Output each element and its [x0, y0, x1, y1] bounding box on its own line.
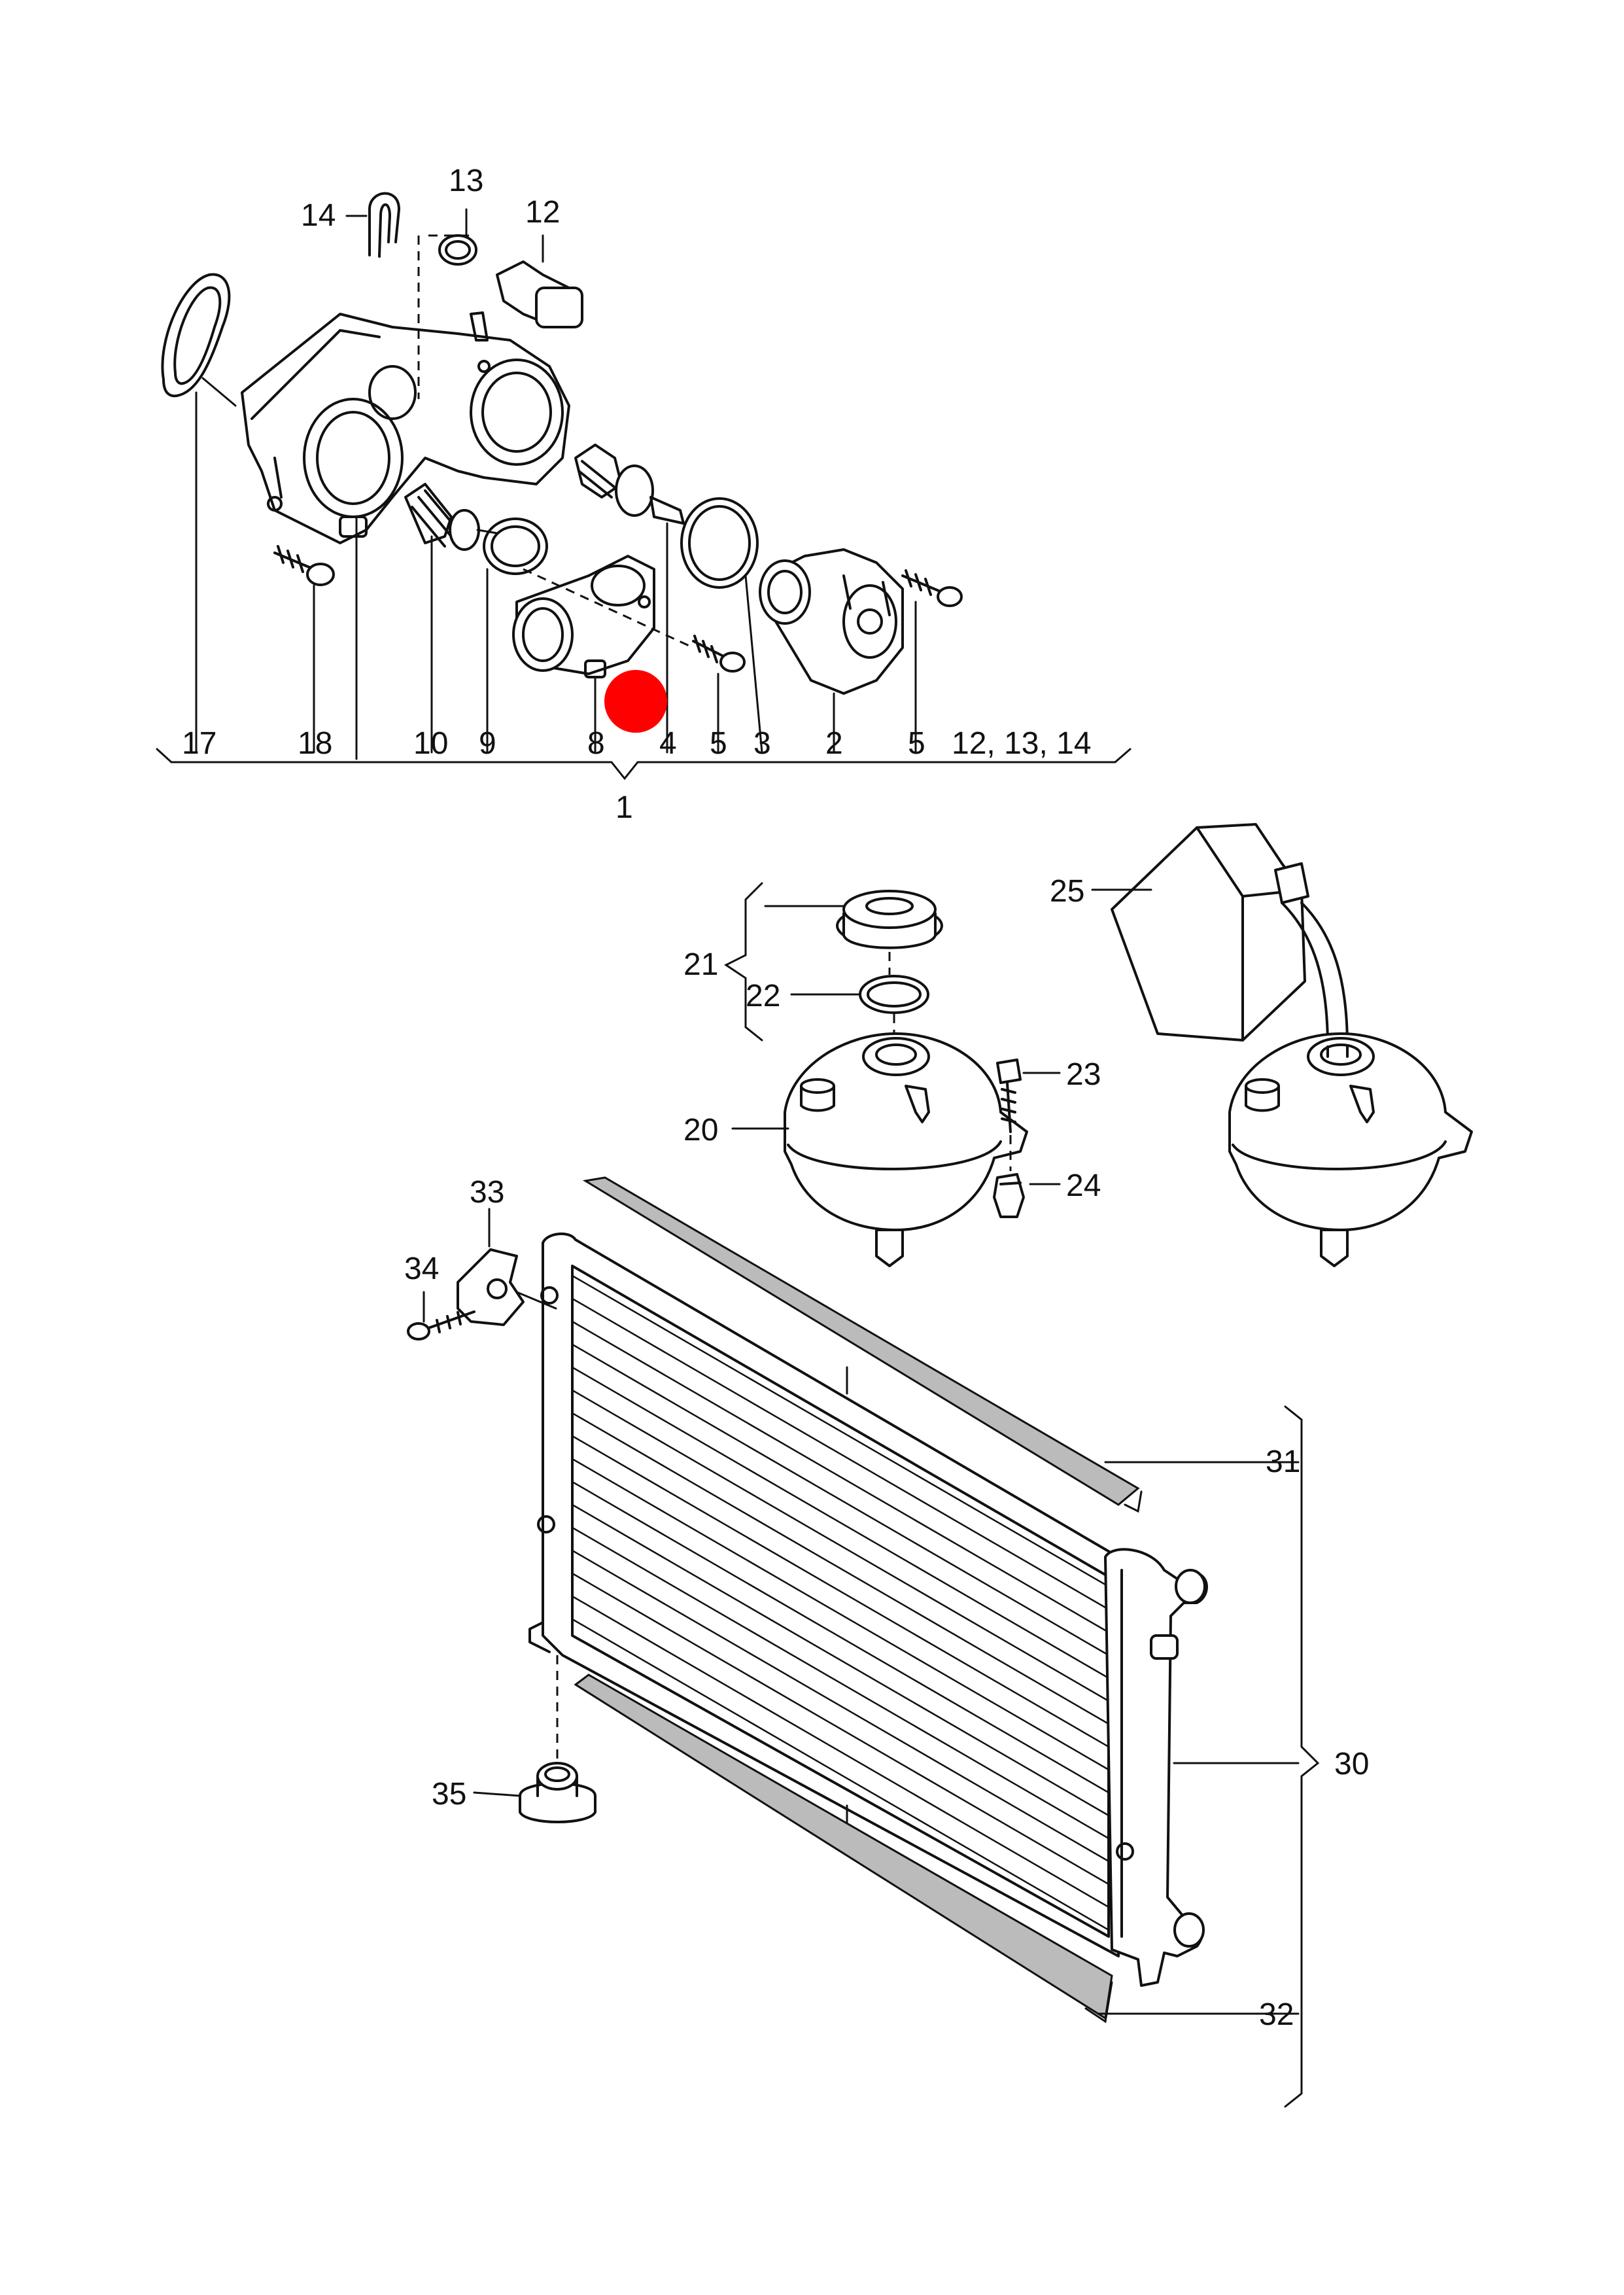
callout-14: 14: [301, 198, 336, 233]
callout-18: 18: [298, 726, 332, 761]
expansion-tank-filling-view: [1228, 1032, 1473, 1267]
part-3-o-ring: [680, 497, 763, 754]
callout-9: 9: [479, 726, 496, 761]
part-5-bolt: [901, 569, 963, 754]
part-2-coolant-flange: [759, 548, 904, 754]
part-14-clip: [345, 192, 400, 258]
part-31-seal-strip: [582, 1176, 1300, 1513]
callout-labels: 17 18 10 9 8 4 5 3 2 5 12, 13, 14 1 14 1…: [182, 164, 1369, 2032]
part-10-thermostat: [404, 483, 498, 754]
part-32-seal-strip: [574, 1673, 1300, 2023]
part-4-thermostat: [574, 444, 685, 754]
part-34-screw: [407, 1291, 475, 1340]
part-17-gasket: [161, 273, 237, 407]
callout-35: 35: [432, 1777, 466, 1812]
callout-13: 13: [449, 164, 483, 198]
callout-32: 32: [1259, 1997, 1294, 2032]
callout-20: 20: [683, 1113, 718, 1148]
callout-4: 4: [659, 726, 677, 761]
callout-3: 3: [753, 726, 771, 761]
part-5-bolt: [692, 635, 746, 754]
callout-12: 12: [525, 195, 560, 230]
radiator-fins: [572, 1274, 1109, 1931]
highlight-marker: [604, 670, 667, 733]
callout-10: 10: [413, 726, 448, 761]
callout-31: 31: [1266, 1445, 1300, 1479]
part-12-temperature-sensor: [496, 234, 583, 328]
callout-1: 1: [615, 790, 633, 825]
callout-21: 21: [683, 947, 718, 982]
callout-2: 2: [825, 726, 843, 761]
part-33-mounting-bracket: [457, 1208, 557, 1326]
part-24-clip-nut: [993, 1173, 1061, 1218]
callout-23: 23: [1066, 1057, 1101, 1092]
part-22-seal-ring: [790, 975, 929, 1014]
part-30-radiator: [528, 1232, 1300, 1987]
group-bracket: [1284, 1405, 1320, 2108]
part-21-cap: [764, 890, 943, 949]
part-1-thermostat-housing: [241, 311, 570, 544]
radiator-group: [407, 1176, 1320, 2108]
part-13-o-ring: [438, 208, 477, 266]
callout-24: 24: [1066, 1168, 1101, 1203]
part-20-expansion-tank: [731, 1032, 1028, 1267]
group-bracket: [156, 748, 1132, 780]
callout-30: 30: [1334, 1747, 1369, 1781]
callout-8: 8: [587, 726, 605, 761]
callout-12-13-14: 12, 13, 14: [952, 726, 1092, 761]
part-25-coolant-canister: [1091, 823, 1349, 1048]
callout-22: 22: [746, 979, 780, 1013]
part-8-outlet-housing: [512, 555, 655, 754]
callout-5: 5: [908, 726, 925, 761]
callout-33: 33: [470, 1175, 504, 1210]
part-35-rubber-mount: [473, 1762, 596, 1823]
callout-17: 17: [182, 726, 216, 761]
thermostat-housing-group: [156, 192, 1132, 780]
callout-34: 34: [404, 1252, 439, 1286]
part-9-o-ring: [483, 517, 548, 754]
callout-25: 25: [1050, 874, 1084, 909]
expansion-tank-group: [724, 823, 1473, 1267]
part-23-screw: [996, 1059, 1061, 1133]
callout-5: 5: [710, 726, 727, 761]
part-18-bolt: [273, 545, 335, 754]
